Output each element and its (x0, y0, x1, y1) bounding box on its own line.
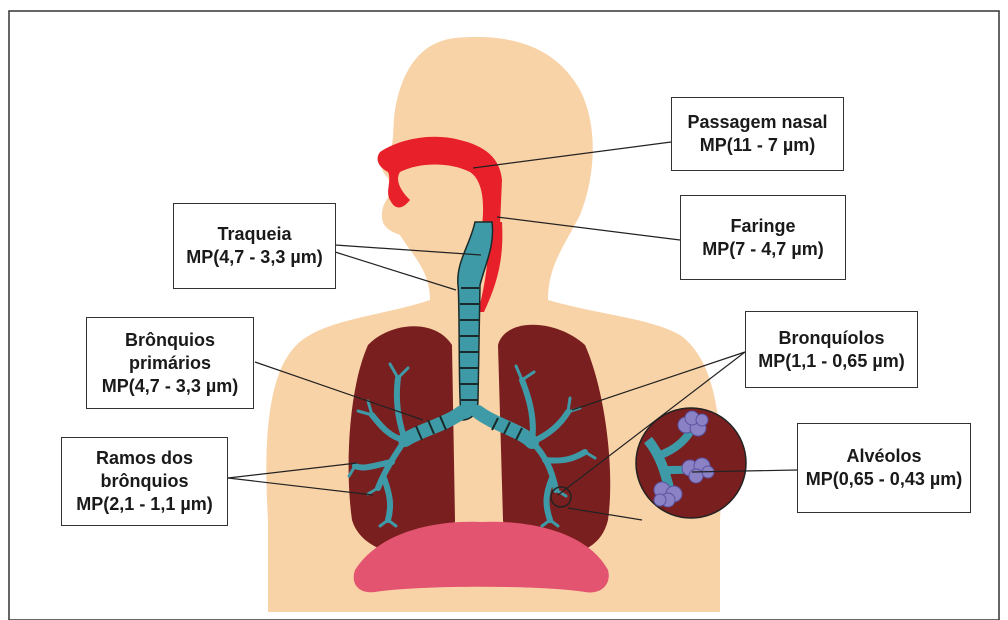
traqueia-label: Traqueia MP(4,7 - 3,3 µm) (173, 203, 336, 289)
bronquiolos-label: Bronquíolos MP(1,1 - 0,65 µm) (745, 311, 918, 388)
bronquiolos-name: Bronquíolos (746, 327, 917, 350)
ramos-label: Ramos dos brônquios MP(2,1 - 1,1 µm) (61, 437, 228, 526)
faringe-name: Faringe (681, 215, 845, 238)
ramos-line1: Ramos dos (62, 447, 227, 470)
alveolos-name: Alvéolos (798, 445, 970, 468)
faringe-label: Faringe MP(7 - 4,7 µm) (680, 195, 846, 280)
traqueia-range: MP(4,7 - 3,3 µm) (174, 246, 335, 269)
ramos-line2: brônquios (62, 470, 227, 493)
bronquios-line1: Brônquios (87, 329, 253, 352)
bronquios-range: MP(4,7 - 3,3 µm) (87, 375, 253, 398)
nasal-name: Passagem nasal (672, 111, 843, 134)
bronquiolos-range: MP(1,1 - 0,65 µm) (746, 350, 917, 373)
faringe-range: MP(7 - 4,7 µm) (681, 238, 845, 261)
ramos-range: MP(2,1 - 1,1 µm) (62, 493, 227, 516)
nasal-range: MP(11 - 7 µm) (672, 134, 843, 157)
nasal-label: Passagem nasal MP(11 - 7 µm) (671, 97, 844, 171)
bronquios-line2: primários (87, 352, 253, 375)
bronquios-label: Brônquios primários MP(4,7 - 3,3 µm) (86, 317, 254, 409)
alveolos-label: Alvéolos MP(0,65 - 0,43 µm) (797, 423, 971, 513)
traqueia-name: Traqueia (174, 223, 335, 246)
alveolos-range: MP(0,65 - 0,43 µm) (798, 468, 970, 491)
alveoli-zoom (636, 408, 746, 518)
